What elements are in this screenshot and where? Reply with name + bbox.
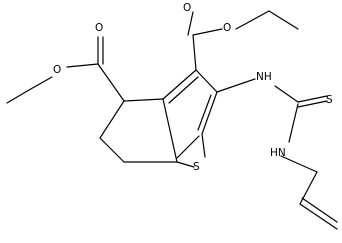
bond [162, 69, 197, 100]
bond [187, 11, 194, 36]
bond [235, 10, 270, 30]
bond [176, 161, 195, 168]
atom-n-top: NH [256, 71, 272, 83]
atom-n-bottom: HN [270, 147, 286, 159]
bond [99, 100, 125, 139]
bond [201, 91, 218, 135]
bond [280, 155, 318, 173]
bond [162, 98, 178, 163]
atom-o-ether-left: O [53, 64, 61, 76]
bond [288, 103, 299, 143]
bond-set [6, 10, 338, 230]
atom-o-carbonyl-top: O [183, 2, 191, 14]
bond [123, 98, 164, 102]
bond [297, 95, 328, 103]
atom-o-ether-top: O [223, 22, 231, 34]
bond [216, 78, 256, 93]
bond [168, 76, 199, 104]
atom-s-thione: S [326, 94, 333, 106]
bond [201, 133, 206, 158]
bond [6, 89, 30, 104]
bond [192, 28, 223, 36]
bond [268, 10, 299, 30]
bond [192, 34, 197, 71]
bond [297, 100, 328, 108]
bond [274, 85, 299, 103]
bond [301, 197, 338, 223]
atom-s-ring: S [193, 161, 200, 173]
bond [195, 69, 218, 93]
bond [99, 137, 125, 163]
atom-labels: O O O O NH HN S S [53, 2, 333, 173]
bond [28, 76, 53, 91]
bond [299, 171, 318, 205]
bond [176, 135, 200, 159]
atom-o-carbonyl-left: O [95, 22, 103, 34]
bond [66, 63, 99, 68]
bond [197, 94, 212, 131]
bond [299, 203, 338, 230]
bond [97, 63, 125, 102]
